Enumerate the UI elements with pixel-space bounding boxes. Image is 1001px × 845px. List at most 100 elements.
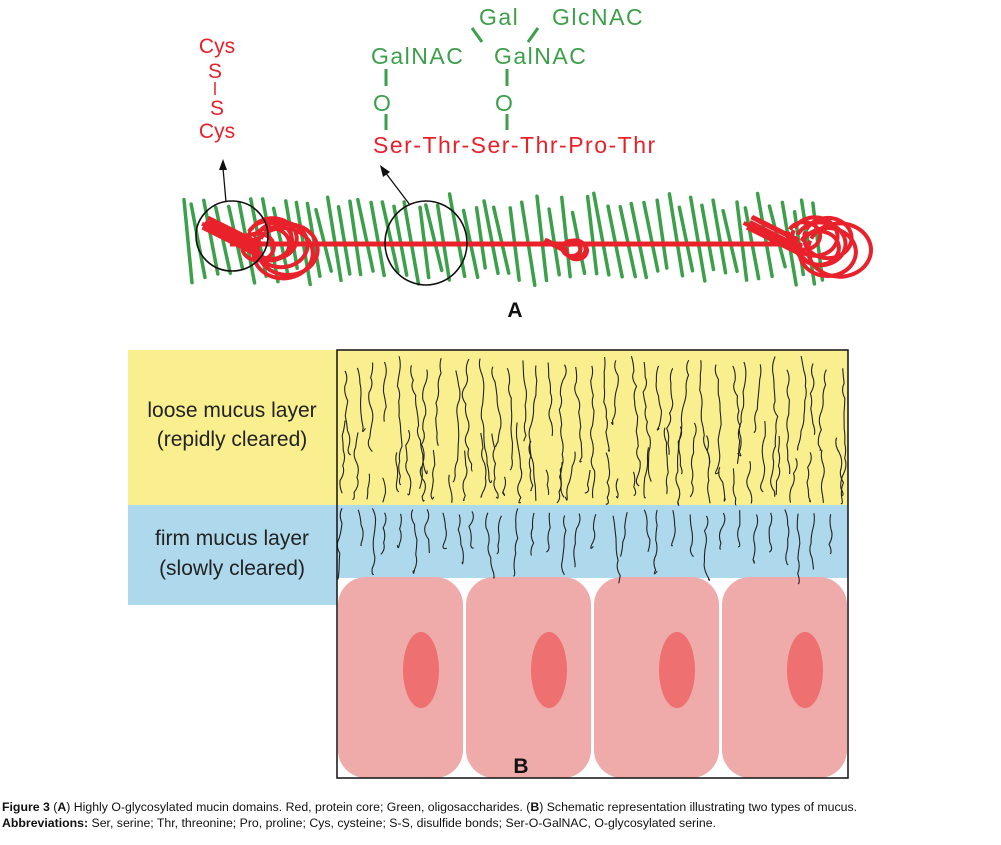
oligosaccharide-chain bbox=[482, 199, 500, 275]
mucin-fiber bbox=[642, 361, 652, 482]
panel-a: Cys S S Cys Gal GlcNAC GalNAC GalNAC O O… bbox=[182, 4, 873, 322]
oligosaccharide-chain bbox=[356, 197, 375, 273]
peptide-sequence: Ser-Thr-Ser-Thr-Pro-Thr bbox=[373, 132, 657, 158]
mucin-fiber bbox=[496, 515, 502, 555]
mucin-fiber bbox=[675, 426, 683, 506]
mucin-fiber bbox=[339, 420, 346, 494]
cell-nucleus bbox=[531, 632, 567, 708]
mucin-fiber bbox=[768, 512, 773, 553]
mucin-fiber bbox=[513, 508, 519, 577]
mucin-fiber bbox=[367, 362, 374, 452]
mucin-fiber bbox=[574, 366, 583, 463]
mucin-fiber bbox=[561, 515, 567, 576]
mucin-fiber bbox=[615, 478, 619, 499]
s-label-bottom: S bbox=[210, 97, 224, 120]
mucin-fiber bbox=[775, 435, 781, 495]
protein-tangle bbox=[543, 237, 589, 262]
figure-caption: Figure 3 (A) Highly O-glycosylated mucin… bbox=[2, 800, 858, 830]
oligosaccharide-chain bbox=[535, 194, 549, 283]
mucin-fiber bbox=[671, 510, 676, 547]
oligosaccharide-chain bbox=[336, 205, 352, 276]
galnac-label-2: GalNAC bbox=[494, 43, 587, 69]
epithelial-cell bbox=[338, 577, 463, 778]
mucin-fiber bbox=[462, 450, 468, 502]
mucin-fiber bbox=[457, 514, 464, 565]
mucin-fiber bbox=[718, 467, 726, 502]
mucin-fiber bbox=[501, 476, 507, 497]
mucin-fiber bbox=[480, 432, 487, 498]
mucin-fiber bbox=[643, 509, 651, 553]
mucin-fiber bbox=[760, 421, 766, 493]
oligosaccharide-chain bbox=[592, 191, 611, 277]
caption-b-text: Schematic representation illustrating tw… bbox=[546, 800, 858, 814]
oligosaccharide-chain bbox=[667, 192, 685, 278]
mucin-fiber bbox=[382, 477, 387, 503]
mucin-fiber bbox=[435, 357, 442, 447]
mucin-fiber bbox=[806, 452, 812, 503]
mucin-fiber bbox=[461, 358, 473, 472]
mucin-fiber bbox=[491, 433, 499, 499]
mucin-fiber bbox=[382, 361, 387, 422]
oligosaccharide-chain bbox=[629, 201, 649, 280]
caption-b-marker: B bbox=[530, 800, 540, 814]
mucin-fiber bbox=[732, 468, 737, 506]
oligosaccharide-chain bbox=[735, 200, 749, 282]
mucin-figure: Cys S S Cys Gal GlcNAC GalNAC GalNAC O O… bbox=[128, 4, 873, 779]
mucin-fiber bbox=[612, 515, 621, 584]
cell-nucleus bbox=[659, 632, 695, 708]
mucin-fiber bbox=[424, 509, 430, 554]
panel-b-frame bbox=[336, 349, 849, 779]
mucin-fiber bbox=[344, 370, 351, 456]
mucin-fiber bbox=[666, 368, 674, 455]
mucin-fiber bbox=[366, 473, 371, 500]
mucin-fiber bbox=[468, 511, 474, 549]
oligosaccharide-chain bbox=[721, 208, 739, 274]
oligosaccharide-chain bbox=[491, 205, 511, 275]
mucin-fiber bbox=[817, 369, 827, 451]
mucin-fiber bbox=[528, 440, 537, 501]
mucin-fiber bbox=[478, 358, 493, 484]
mucin-fiber bbox=[564, 451, 576, 501]
mucin-fiber bbox=[530, 512, 535, 556]
protein-tangle bbox=[201, 215, 320, 281]
epithelial-cell bbox=[594, 577, 719, 778]
cysteine-domain-circle bbox=[195, 200, 269, 272]
mucin-fiber bbox=[590, 513, 597, 549]
mucin-fiber bbox=[584, 469, 591, 494]
mucin-fiber bbox=[452, 370, 461, 483]
oligosaccharide-chain bbox=[711, 198, 728, 275]
protein-tangle bbox=[742, 214, 873, 279]
mucin-fiber bbox=[396, 356, 403, 486]
oligosaccharide-chain bbox=[560, 195, 572, 279]
mucin-fiber bbox=[605, 452, 611, 505]
mucin-fiber bbox=[410, 365, 428, 475]
epithelial-cell bbox=[466, 577, 591, 778]
mucin-fiber bbox=[590, 365, 596, 499]
glycosylated-domain-circle bbox=[384, 200, 468, 286]
oligosaccharide-chain bbox=[424, 203, 444, 273]
mucin-fiber bbox=[506, 367, 514, 471]
mucin-fiber bbox=[356, 367, 366, 433]
loose-layer-band bbox=[128, 350, 848, 505]
mucin-fiber bbox=[746, 461, 753, 504]
mucin-fiber bbox=[706, 435, 711, 504]
mucin-fiber bbox=[703, 515, 711, 581]
mucin-fiber bbox=[784, 509, 790, 566]
mucin-fiber bbox=[380, 512, 387, 555]
cys-label-top: Cys bbox=[199, 35, 235, 58]
mucin-fiber bbox=[737, 361, 747, 457]
firm-layer-label: firm mucus layer bbox=[155, 527, 309, 550]
o-linker-1: O bbox=[373, 90, 392, 116]
mucin-fiber bbox=[753, 364, 762, 434]
oligosaccharide-chain bbox=[189, 202, 207, 280]
mucin-fiber bbox=[786, 369, 791, 475]
mucin-fiber bbox=[689, 514, 694, 558]
mucin-fiber bbox=[352, 432, 359, 501]
abbreviations-text: Ser, serine; Thr, threonine; Pro, prolin… bbox=[91, 816, 716, 830]
mucin-fiber bbox=[396, 513, 402, 549]
mucin-fiber bbox=[371, 508, 377, 576]
oligosaccharide-chain bbox=[474, 206, 487, 270]
mucin-fiber bbox=[678, 359, 690, 475]
mucin-fiber bbox=[545, 469, 550, 495]
cell-nucleus bbox=[787, 632, 823, 708]
